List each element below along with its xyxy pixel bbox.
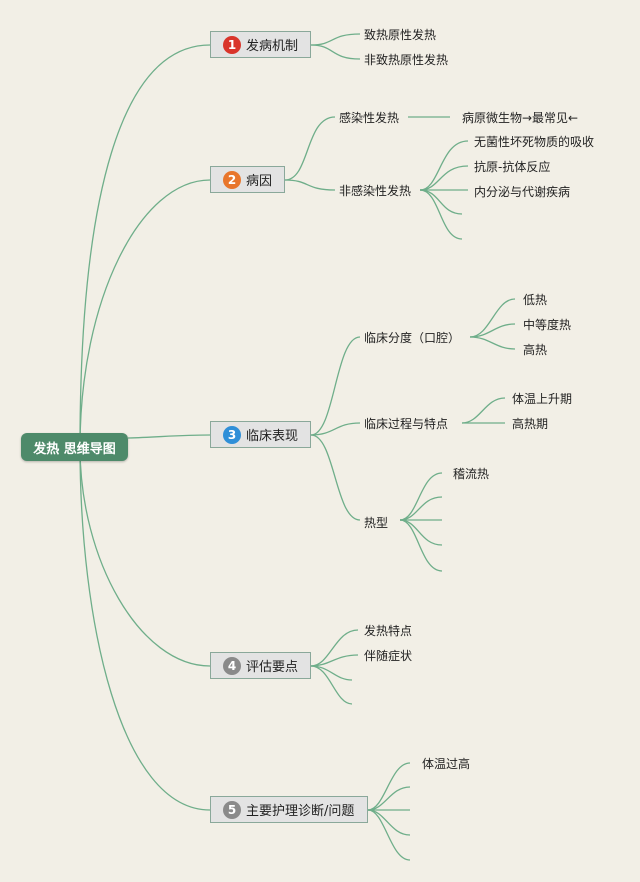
number-badge-3: 3 <box>223 425 241 444</box>
branch-label: 发病机制 <box>246 39 299 54</box>
leaf-infectious-fever[interactable]: 感染性发热 <box>339 111 400 125</box>
leaf-endocrine-metabolic[interactable]: 内分泌与代谢疾病 <box>474 185 571 199</box>
number-badge-5: 5 <box>223 800 241 819</box>
leaf-temperature-rising[interactable]: 体温上升期 <box>512 392 573 406</box>
branch-label: 病因 <box>246 174 273 189</box>
branch-nursing[interactable]: 5 主要护理诊断/问题 <box>210 796 368 823</box>
link-root-b5 <box>79 446 211 811</box>
leaf-high-fever[interactable]: 高热 <box>523 343 548 357</box>
leaf-necrosis-absorption[interactable]: 无菌性坏死物质的吸收 <box>474 135 595 149</box>
link-root-b2 <box>79 179 211 448</box>
link-root-b3 <box>127 434 211 439</box>
leaf-antigen-antibody[interactable]: 抗原-抗体反应 <box>474 160 551 174</box>
leaf-high-fever-stage[interactable]: 高热期 <box>512 417 549 431</box>
leaf-remittent-fever[interactable]: 稽流热 <box>453 467 490 481</box>
link-root-b1 <box>79 44 211 448</box>
number-badge-4: 4 <box>223 656 241 675</box>
number-badge-1: 1 <box>223 35 241 54</box>
branch-label: 主要护理诊断/问题 <box>246 804 355 819</box>
branch-label: 临床表现 <box>246 429 299 444</box>
leaf-accompanying-symptoms[interactable]: 伴随症状 <box>364 649 413 663</box>
branch-mechanism[interactable]: 1 发病机制 <box>210 31 311 58</box>
leaf-hyperthermia[interactable]: 体温过高 <box>422 757 471 771</box>
link-root-b4 <box>79 446 211 667</box>
root-topic[interactable]: 发热 思维导图 <box>21 433 128 461</box>
leaf-fever-type[interactable]: 热型 <box>364 516 389 530</box>
leaf-low-fever[interactable]: 低热 <box>523 293 548 307</box>
leaf-nonpyrogenic-fever[interactable]: 非致热原性发热 <box>364 53 449 67</box>
number-badge-2: 2 <box>223 170 241 189</box>
leaf-moderate-fever[interactable]: 中等度热 <box>523 318 572 332</box>
leaf-fever-characteristics[interactable]: 发热特点 <box>364 624 413 638</box>
branch-cause[interactable]: 2 病因 <box>210 166 285 193</box>
branch-clinical[interactable]: 3 临床表现 <box>210 421 311 448</box>
leaf-pathogen-note[interactable]: 病原微生物→最常见← <box>462 111 579 125</box>
branch-assessment[interactable]: 4 评估要点 <box>210 652 311 679</box>
branch-label: 评估要点 <box>246 660 299 675</box>
leaf-noninfectious-fever[interactable]: 非感染性发热 <box>339 184 412 198</box>
leaf-clinical-course[interactable]: 临床过程与特点 <box>364 417 449 431</box>
leaf-clinical-grade[interactable]: 临床分度（口腔） <box>364 331 461 345</box>
leaf-pyrogenic-fever[interactable]: 致热原性发热 <box>364 28 437 42</box>
